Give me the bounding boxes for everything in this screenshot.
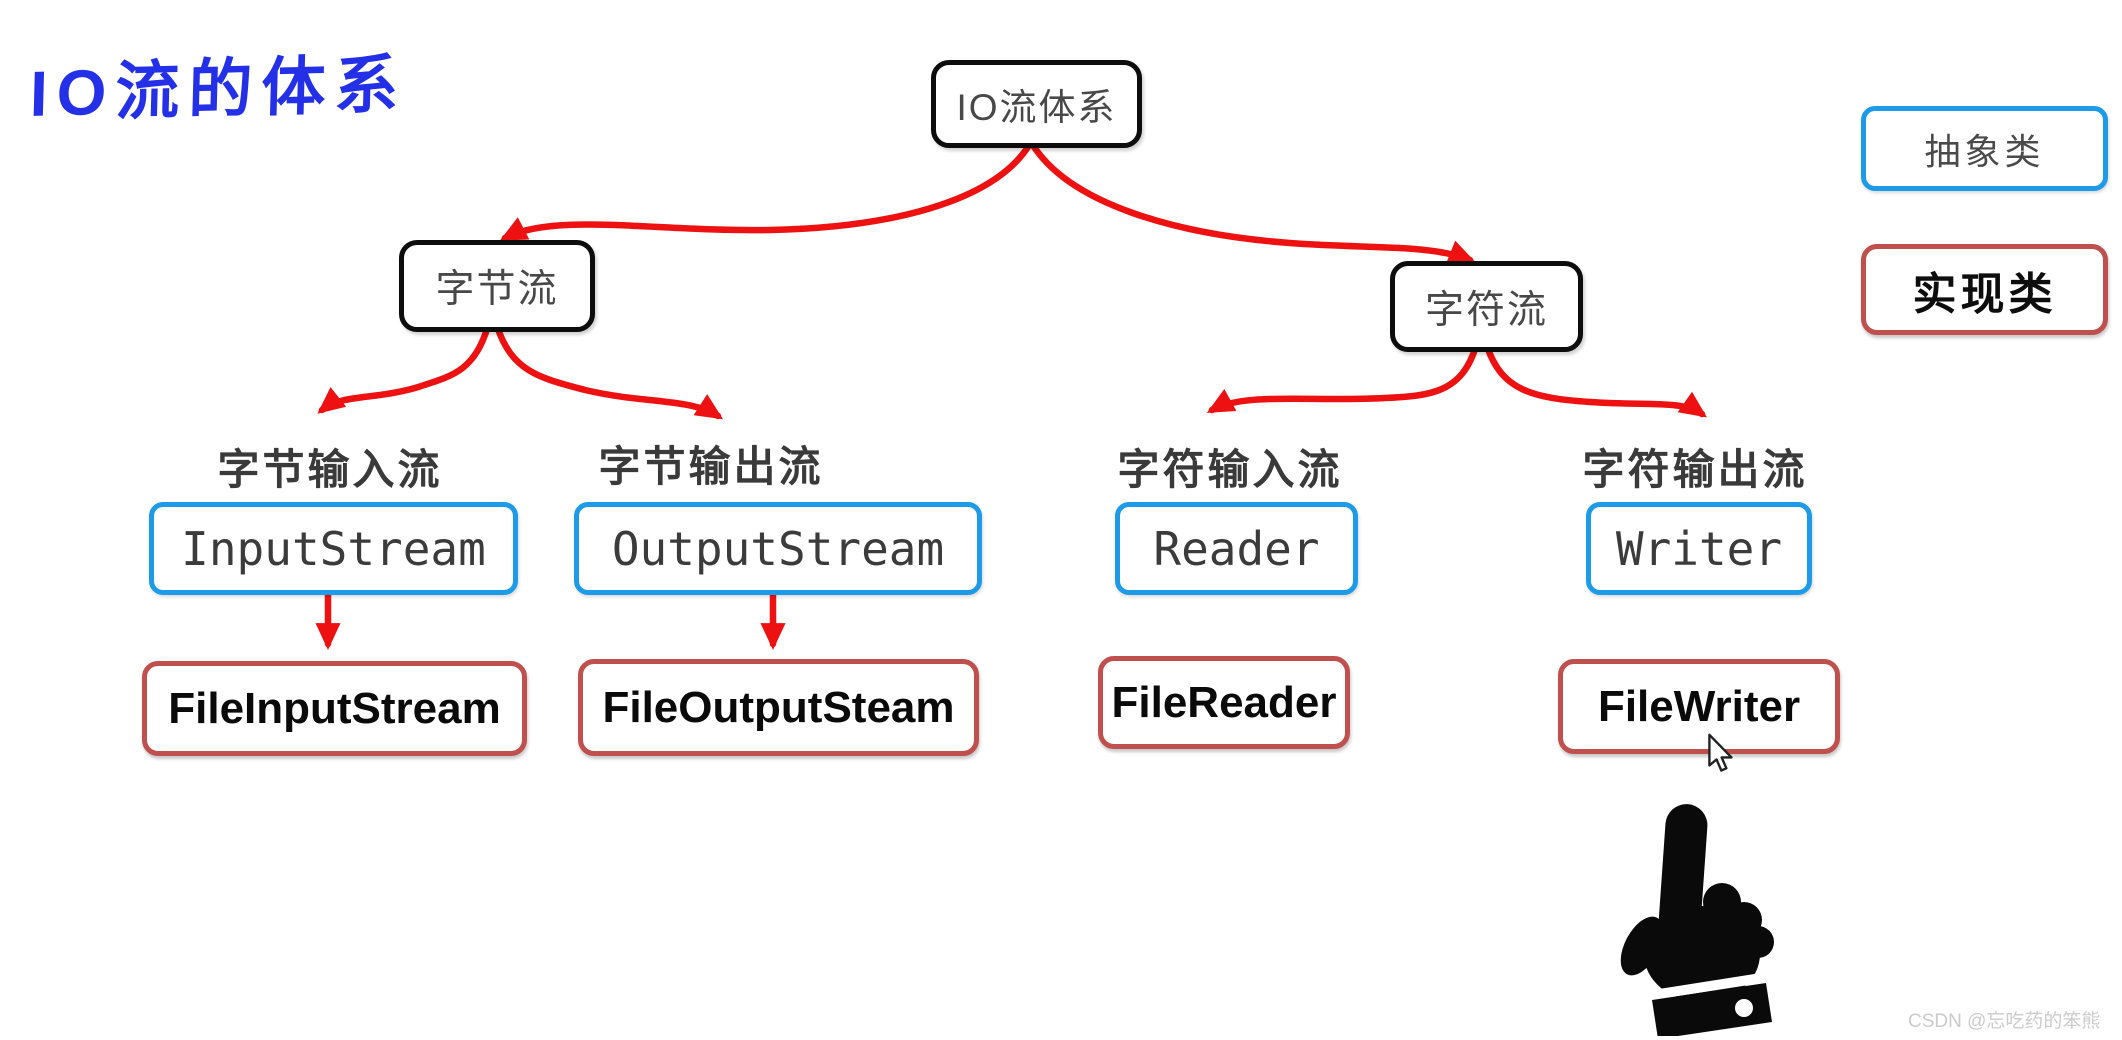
class-outputstream: OutputStream	[574, 502, 982, 595]
label-char-output-stream: 字符输出流	[1582, 446, 1808, 493]
legend-implementation-class-label: 实现类	[1912, 269, 2057, 319]
node-byte-stream: 字节流	[399, 240, 595, 332]
node-char-stream: 字符流	[1390, 261, 1583, 352]
legend-abstract-class-box: 抽象类	[1861, 106, 2108, 191]
arrow-root-to-char	[1027, 138, 1476, 264]
arrow-char-to-output	[1483, 342, 1707, 418]
node-io-stream-system: IO流体系	[931, 60, 1142, 148]
arrow-byte-to-output	[493, 322, 724, 420]
page-title: IO流的体系	[28, 48, 409, 130]
label-char-input-stream: 字符输入流	[1117, 446, 1343, 493]
mouse-cursor-icon	[1708, 733, 1733, 772]
legend-implementation-class-box: 实现类	[1861, 244, 2108, 335]
arrow-char-to-input	[1206, 342, 1480, 414]
arrow-root-to-byte	[499, 138, 1035, 242]
class-reader: Reader	[1115, 502, 1358, 595]
hand-point-up-icon	[1620, 804, 1781, 1036]
arrow-byte-to-input	[317, 322, 492, 414]
watermark: CSDN @忘吃药的笨熊	[1908, 1011, 2101, 1032]
legend-abstract-class-label: 抽象类	[1924, 131, 2045, 173]
class-fileinputstream: FileInputStream	[142, 661, 527, 756]
class-filereader: FileReader	[1098, 656, 1350, 749]
label-byte-input-stream: 字节输入流	[217, 446, 443, 493]
class-inputstream: InputStream	[149, 502, 518, 595]
class-filewriter: FileWriter	[1558, 659, 1840, 754]
class-fileoutputsteam: FileOutputSteam	[578, 659, 979, 756]
label-byte-output-stream: 字节输出流	[598, 443, 824, 490]
class-writer: Writer	[1586, 502, 1812, 595]
